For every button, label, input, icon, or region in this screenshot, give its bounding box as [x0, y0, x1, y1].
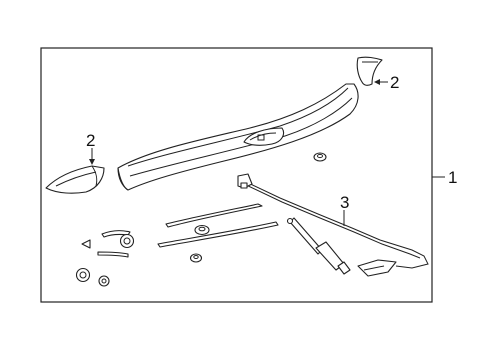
washer-mid [194, 224, 210, 236]
assembly-frame [40, 47, 433, 303]
callout-3-label: 3 [340, 193, 349, 212]
grommet-left [119, 233, 135, 249]
callout-1-label: 1 [448, 168, 457, 187]
end-cap-right [356, 56, 383, 86]
end-cap-left [45, 165, 105, 194]
spoiler-body [117, 83, 359, 191]
nut-bottom-left [98, 275, 110, 287]
callout-2-right-arrow [374, 79, 380, 85]
trim-strip-lower [157, 221, 279, 248]
release-rod [237, 173, 429, 277]
washer-bottom-left [75, 267, 91, 283]
gas-strut [286, 217, 351, 275]
grommet-upper [313, 152, 327, 162]
seal-strip-small [97, 251, 129, 258]
grommet-bottom-mid [189, 253, 203, 263]
callout-2-left-label: 2 [86, 131, 95, 150]
pin-left [81, 239, 91, 249]
callout-2-left-arrow [89, 159, 95, 165]
trim-strip-upper [165, 203, 263, 228]
callout-2-right-label: 2 [390, 73, 399, 92]
